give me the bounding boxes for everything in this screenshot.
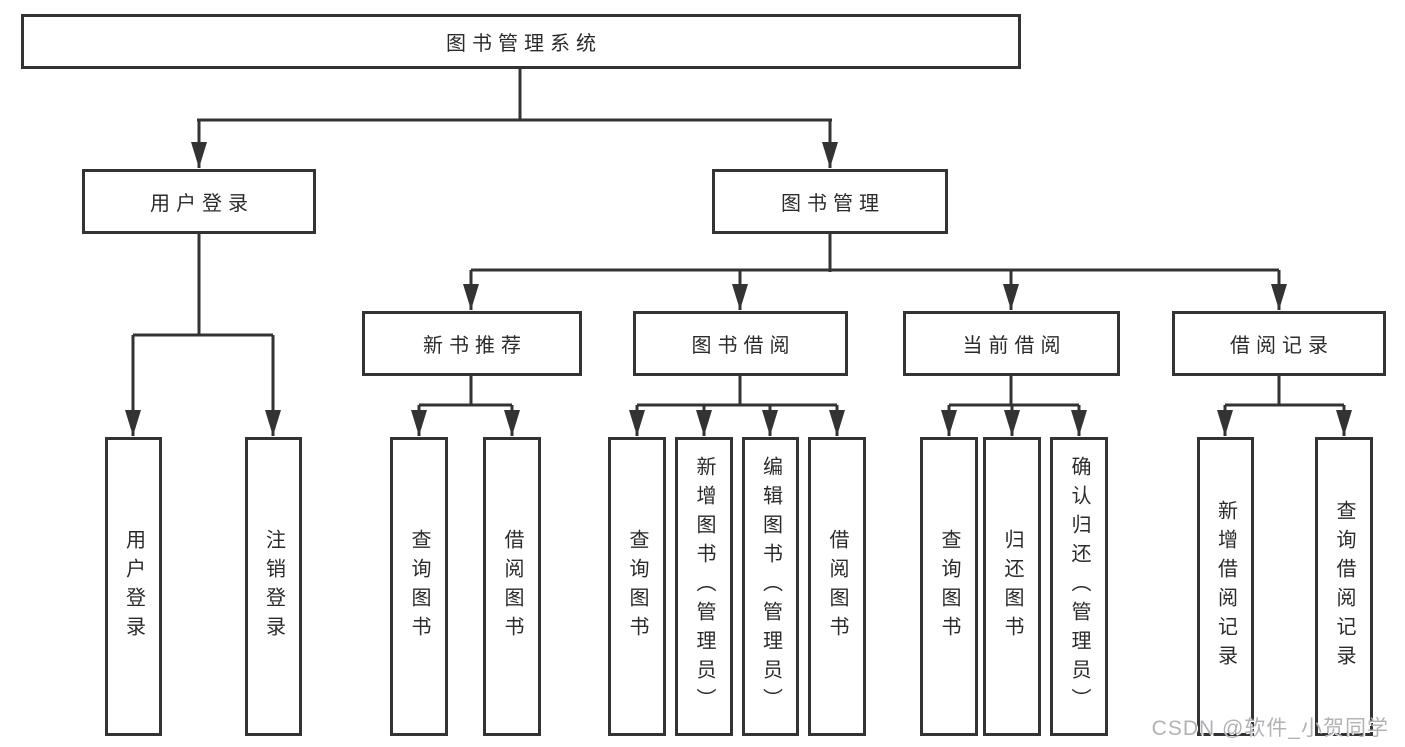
node-label: 用户登录 (122, 528, 145, 645)
node-query-books-borrowing: 查询图书 (608, 437, 666, 736)
node-query-books-current: 查询图书 (920, 437, 978, 736)
node-confirm-return-admin: 确认归还（管理员） (1050, 437, 1108, 736)
node-logout: 注销登录 (245, 437, 302, 736)
node-library-management-system: 图书管理系统 (21, 14, 1021, 69)
node-label: 新增图书（管理员） (693, 456, 715, 717)
node-label: 借阅图书 (826, 528, 848, 645)
node-label: 编辑图书（管理员） (759, 456, 782, 717)
node-label: 用户登录 (150, 193, 254, 215)
node-label: 确认归还（管理员） (1068, 456, 1090, 717)
connector-lines (133, 68, 1344, 407)
node-query-borrow-record: 查询借阅记录 (1315, 437, 1373, 736)
node-book-management: 图书管理 (712, 169, 948, 234)
node-label: 查询借阅记录 (1333, 499, 1355, 674)
node-label: 查询图书 (938, 528, 960, 645)
node-add-books-admin: 新增图书（管理员） (675, 437, 733, 736)
node-label: 注销登录 (262, 528, 285, 645)
node-label: 图书管理系统 (446, 33, 602, 55)
node-label: 图书借阅 (691, 335, 796, 357)
node-label: 归还图书 (1001, 528, 1023, 645)
node-query-books-recommend: 查询图书 (390, 437, 448, 736)
node-label: 借阅记录 (1230, 335, 1334, 357)
node-label: 新书推荐 (423, 335, 527, 357)
node-label: 查询图书 (626, 528, 648, 645)
node-return-books: 归还图书 (983, 437, 1041, 736)
node-user-login: 用户登录 (82, 169, 316, 234)
node-add-borrow-record: 新增借阅记录 (1197, 437, 1254, 736)
node-label: 查询图书 (408, 528, 430, 645)
node-user-login-leaf: 用户登录 (105, 437, 162, 736)
node-new-book-recommendation: 新书推荐 (362, 311, 582, 376)
node-label: 当前借阅 (962, 335, 1067, 357)
node-book-borrowing: 图书借阅 (633, 311, 848, 376)
watermark: CSDN @软件_小贺同学 (1151, 717, 1389, 740)
node-label: 图书管理 (781, 193, 885, 215)
node-label: 借阅图书 (501, 528, 523, 645)
node-edit-books-admin: 编辑图书（管理员） (742, 437, 799, 736)
node-label: 新增借阅记录 (1214, 499, 1237, 674)
connector-arrows (125, 120, 1352, 436)
node-borrowing-records: 借阅记录 (1172, 311, 1386, 376)
node-borrow-books-recommend: 借阅图书 (483, 437, 541, 736)
node-current-borrowing: 当前借阅 (903, 311, 1120, 376)
node-borrow-books-borrowing: 借阅图书 (808, 437, 866, 736)
